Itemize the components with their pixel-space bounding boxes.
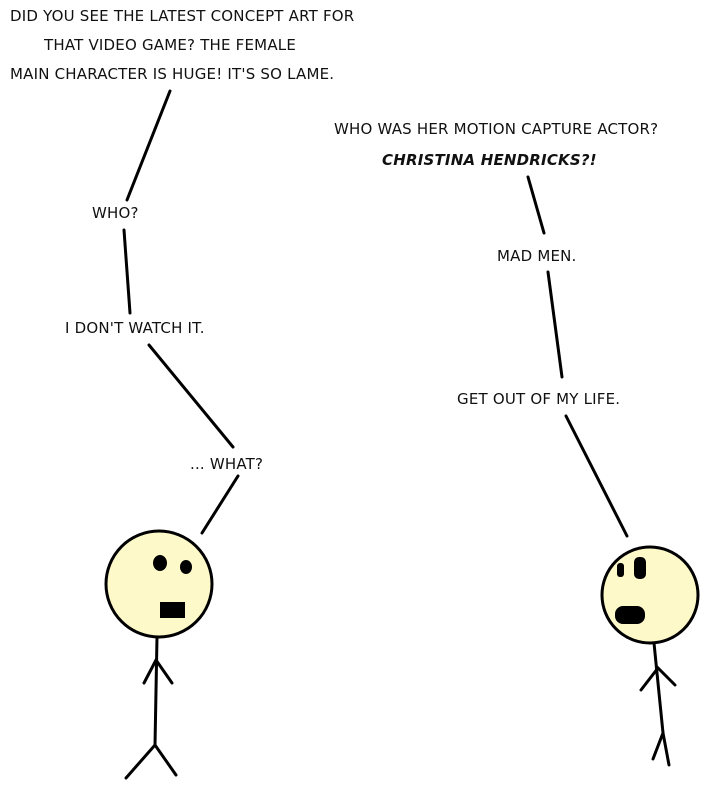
speech-line-left-2 [122,228,132,315]
left-figure-eye-2 [180,560,192,574]
dialogue-left-line-1: DID YOU SEE THE LATEST CONCEPT ART FOR [10,7,354,25]
right-figure-mouth [615,606,645,624]
speech-line-right-3 [564,414,629,538]
speech-line-left-4 [200,474,240,535]
left-stick-figure [104,529,214,780]
right-figure-legs [651,727,671,767]
right-figure-eye-1 [617,563,624,577]
speech-line-right-2 [546,270,564,379]
right-figure-arms [639,665,677,692]
right-stick-figure [600,545,700,767]
speech-line-right-1 [526,175,546,235]
dialogue-left-line-3: MAIN CHARACTER IS HUGE! IT'S SO LAME. [10,65,334,83]
dialogue-right-get-out: GET OUT OF MY LIFE. [457,390,620,408]
speech-line-left-3 [147,343,235,449]
dialogue-right-mad-men: MAD MEN. [497,247,577,265]
dialogue-right-line-1: WHO WAS HER MOTION CAPTURE ACTOR? [334,120,658,138]
speech-line-left-1 [125,89,172,202]
left-figure-mouth [160,602,185,618]
dialogue-right-line-2: CHRISTINA HENDRICKS?! [382,151,597,169]
right-figure-body [652,641,665,735]
dialogue-left-dont-watch: I DON'T WATCH IT. [65,319,205,337]
left-figure-eye-1 [153,555,167,571]
left-figure-arms [142,657,174,685]
left-figure-body [153,635,159,747]
dialogue-left-line-2: THAT VIDEO GAME? THE FEMALE [43,36,296,54]
left-figure-head [104,529,214,639]
dialogue-left-who: WHO? [92,204,139,222]
dialogue-left-what: ... WHAT? [190,455,263,473]
right-figure-eye-2 [634,557,646,579]
left-figure-legs [124,742,178,780]
right-figure-head [600,545,700,645]
